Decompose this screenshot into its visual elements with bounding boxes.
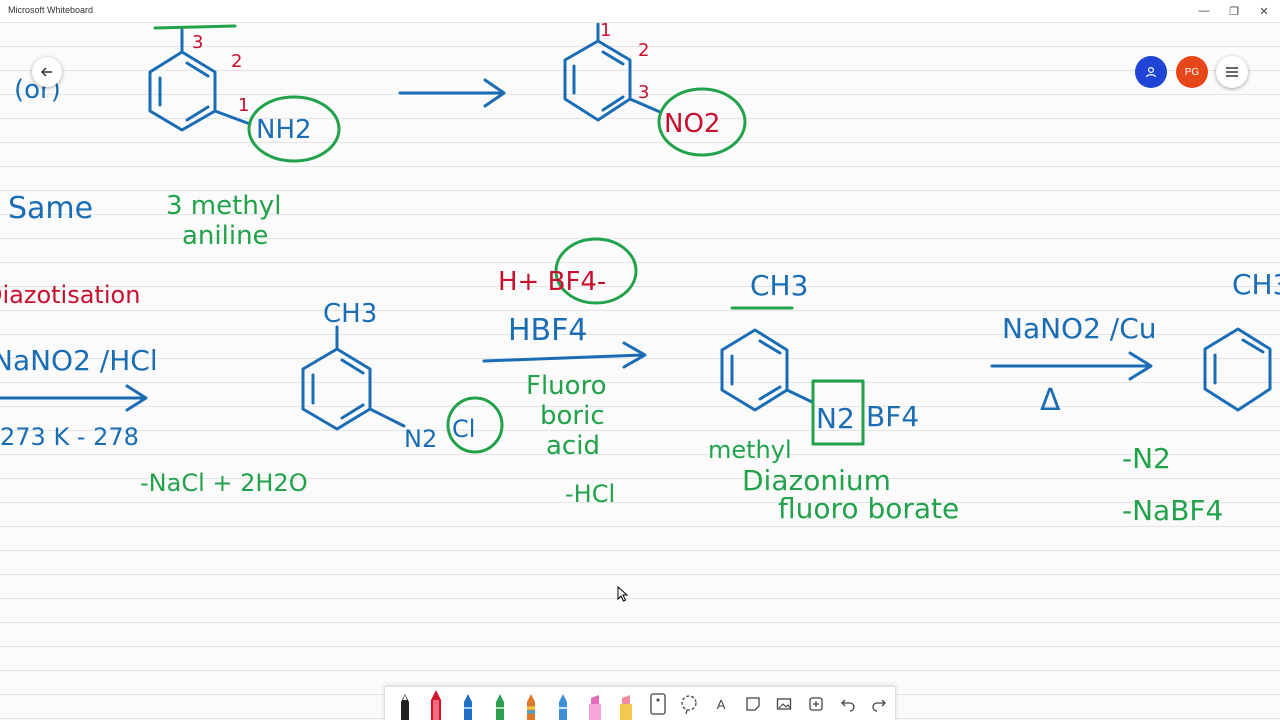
arrow-left-icon: [40, 67, 52, 77]
reagent-label: NaNO2 /HCl: [0, 344, 158, 377]
diazotisation-heading: Diazotisation: [0, 281, 140, 309]
reaction-arrow-2: [482, 341, 647, 369]
reaction-arrow-1: [398, 78, 506, 108]
pos-number-2: 2: [231, 51, 242, 72]
product-methyl-label: CH3: [750, 269, 808, 302]
hamburger-icon: [1226, 67, 1238, 77]
acid-name-line-2: boric: [540, 401, 605, 431]
name-line-1: 3 methyl: [166, 191, 281, 221]
acid-name-line-1: Fluoro: [526, 371, 607, 401]
nitro-group-label: NO2: [664, 109, 720, 139]
whiteboard-canvas[interactable]: (or) NH2 NO2 Same 3 methyl aniline Diazo…: [0, 23, 1280, 720]
window-title: Microsoft Whiteboard: [8, 5, 94, 15]
lasso-tool[interactable]: [674, 688, 706, 720]
close-button[interactable]: ✕: [1259, 5, 1269, 18]
chloride-label: Cl: [452, 415, 475, 443]
acid-ions-label: H+ BF4-: [498, 267, 606, 297]
same-label: Same: [8, 191, 93, 226]
highlighter-icon: [588, 695, 601, 720]
insert-tool[interactable]: [800, 688, 832, 720]
drawing-toolbar: A: [384, 686, 896, 720]
final-reagent-label: NaNO2 /Cu: [1002, 312, 1157, 345]
benzene-ring-product: [1203, 327, 1272, 412]
green-pen-tool[interactable]: [484, 688, 516, 720]
pos-number-r3: 3: [638, 82, 649, 103]
acid-byproduct-label: -HCl: [565, 480, 615, 508]
product-group-label: N2: [816, 402, 855, 435]
yellow-highlighter-tool[interactable]: [610, 688, 642, 720]
red-pen-tool[interactable]: [421, 688, 453, 720]
restore-button[interactable]: ❐: [1229, 5, 1239, 18]
ink-layer: (or) NH2 NO2 Same 3 methyl aniline Diazo…: [0, 23, 1280, 527]
pos-number-r2: 2: [638, 40, 649, 61]
nh2-circle: [247, 95, 341, 163]
blue-pen-tool[interactable]: [452, 688, 484, 720]
pen-icon: [431, 690, 442, 720]
text-icon: A: [716, 696, 726, 712]
pos-number-r1: 1: [600, 23, 611, 41]
text-tool[interactable]: A: [705, 688, 737, 720]
black-pen-tool[interactable]: [389, 688, 421, 720]
reaction-arrow-3: [990, 351, 1153, 381]
pen-icon: [527, 694, 536, 720]
pen-icon: [464, 694, 473, 720]
redo-tool[interactable]: [863, 688, 895, 720]
loss-n2-label: -N2: [1122, 442, 1171, 475]
eraser-tool[interactable]: [642, 688, 674, 720]
acid-name-line-3: acid: [546, 431, 600, 461]
diazo-label: N2: [404, 425, 437, 453]
pos-number-1: 1: [238, 95, 249, 116]
product-name-line-3: fluoro borate: [778, 492, 959, 525]
cut-methyl-label: CH3: [1232, 268, 1280, 301]
pink-highlighter-tool[interactable]: [579, 688, 611, 720]
benzene-ring-diazonium-chloride: [301, 325, 406, 431]
lasso-icon: [681, 695, 698, 715]
redo-icon: [872, 699, 887, 712]
benzene-ring-nitro: [563, 23, 662, 122]
product-name-line-2: Diazonium: [742, 464, 891, 497]
participants-button[interactable]: [1135, 56, 1167, 88]
benzene-ring-fluoroborate: [720, 328, 814, 412]
methyl-bond: [153, 24, 237, 30]
pos-number-3: 3: [192, 32, 203, 53]
insert-icon: [809, 697, 823, 711]
acid-formula-label: HBF4: [508, 313, 587, 348]
image-tool[interactable]: [769, 688, 801, 720]
pen-icon: [495, 694, 504, 720]
image-icon: [777, 698, 792, 710]
note-icon: [746, 697, 760, 711]
loss-nabf4-label: -NaBF4: [1122, 494, 1223, 527]
heat-symbol: Δ: [1040, 383, 1061, 418]
name-line-2: aniline: [182, 221, 269, 251]
amine-group-label: NH2: [256, 115, 312, 145]
n2-box: [811, 379, 865, 446]
bf4-circle: [554, 237, 638, 305]
menu-button[interactable]: [1216, 56, 1248, 88]
galaxy-pen-tool[interactable]: [547, 688, 579, 720]
product-counter-ion-label: BF4: [866, 400, 919, 433]
pen-icon: [400, 694, 409, 720]
highlighter-icon: [620, 695, 633, 720]
minimize-button[interactable]: —: [1198, 5, 1210, 17]
rainbow-pen-tool[interactable]: [516, 688, 548, 720]
chloride-circle: [446, 396, 504, 454]
note-tool[interactable]: [737, 688, 769, 720]
pen-icon: [558, 694, 567, 720]
user-avatar[interactable]: PG: [1176, 56, 1208, 88]
undo-tool[interactable]: [832, 688, 864, 720]
undo-icon: [840, 699, 855, 712]
eraser-icon: [650, 693, 666, 715]
back-button[interactable]: [32, 57, 62, 87]
title-bar: Microsoft Whiteboard — ❐ ✕: [0, 0, 1280, 23]
reaction-arrow-0: [0, 384, 148, 412]
methyl-label: CH3: [323, 299, 377, 329]
person-icon: [1145, 66, 1157, 78]
no2-circle: [657, 87, 747, 157]
benzene-ring-aniline: [148, 28, 252, 132]
byproduct-label: -NaCl + 2H2O: [140, 469, 308, 497]
temperature-label: 273 K - 278: [0, 423, 139, 451]
mouse-cursor-icon: [617, 586, 629, 602]
product-name-line-1: methyl: [708, 436, 792, 464]
